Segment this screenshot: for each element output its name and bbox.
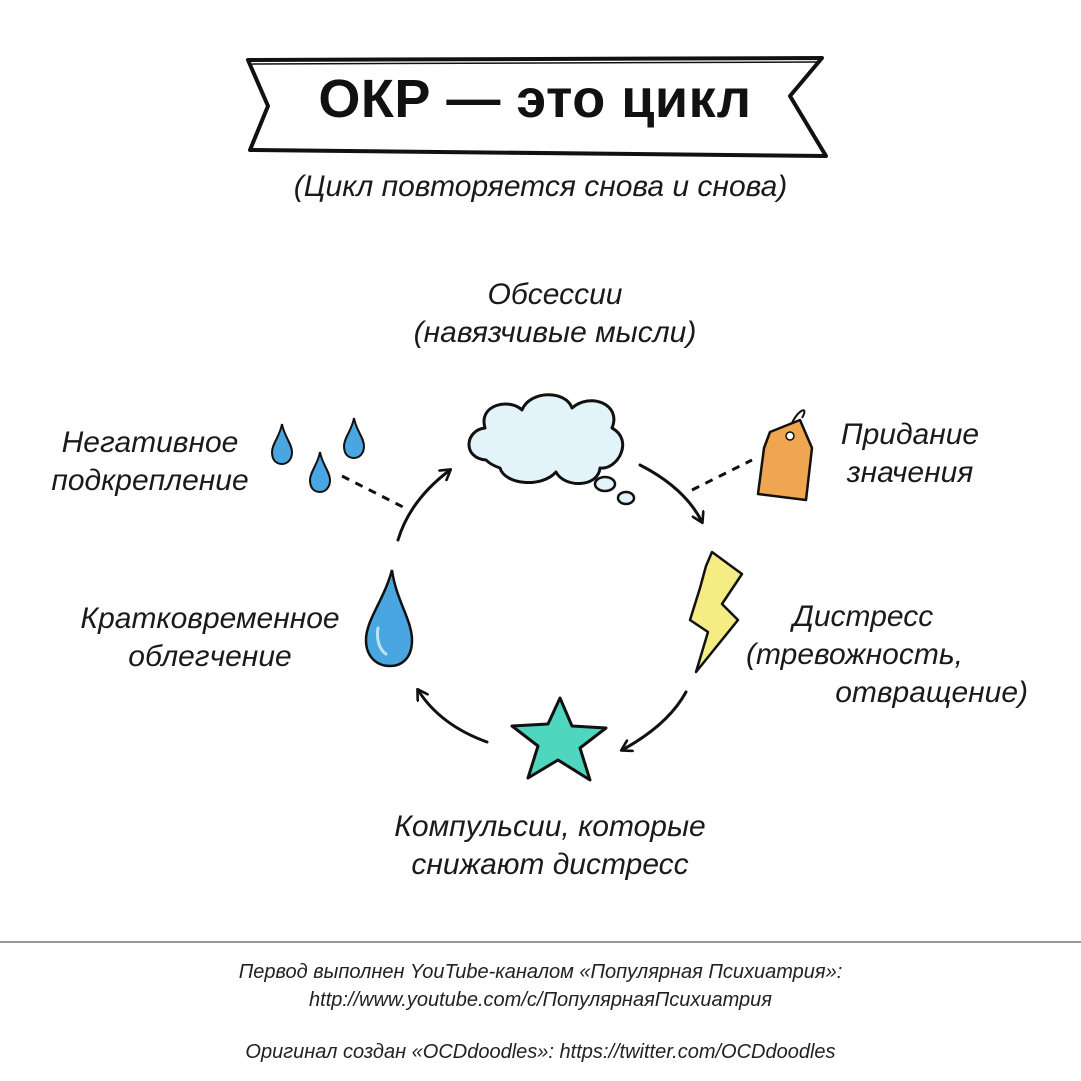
label-compulsions-line2: снижают дистресс: [411, 848, 689, 881]
label-obsessions: Обсессии (навязчивые мысли): [330, 276, 780, 352]
dashed-line-meaning: [691, 458, 753, 492]
label-reinforcement-line2: подкрепление: [51, 464, 249, 497]
label-relief-line2: облегчение: [128, 640, 292, 673]
label-obsessions-line2: (навязчивые мысли): [413, 316, 697, 349]
cloud-icon: [467, 393, 636, 506]
page-title: ОКР — это цикл: [318, 69, 752, 129]
arrow-relief-to-obsessions: [396, 470, 450, 542]
lightning-icon: [688, 550, 744, 674]
dashed-line-reinforcement: [341, 474, 406, 510]
label-reinforcement-line1: Негативное: [61, 426, 239, 459]
footer-credit-translation: Первод выполнен YouTube-каналом «Популяр…: [238, 961, 843, 983]
label-reinforcement: Негативное подкрепление: [20, 424, 280, 500]
label-relief: Кратковременное облегчение: [60, 600, 360, 676]
label-meaning: Придание значения: [800, 416, 1020, 492]
label-obsessions-line1: Обсессии: [487, 278, 623, 311]
arrow-distress-to-compulsions: [622, 690, 688, 750]
label-distress-line1: Дистресс: [792, 600, 934, 633]
tag-icon: [756, 409, 814, 502]
arrow-compulsions-to-relief: [418, 690, 489, 744]
water-drops-icon: [270, 417, 366, 494]
arrow-obsessions-to-distress: [638, 463, 702, 522]
title-banner: [246, 56, 828, 158]
dashed-connectors: [341, 458, 753, 510]
label-meaning-line2: значения: [846, 456, 974, 489]
label-distress: Дистресс (тревожность, отвращение): [738, 598, 1028, 712]
footer-youtube-link[interactable]: http://www.youtube.com/c/ПопулярнаяПсихи…: [309, 989, 772, 1011]
label-compulsions-line1: Компульсии, которые: [394, 810, 706, 843]
label-distress-line3: отвращение): [835, 676, 1028, 709]
footer-credit-original[interactable]: Оригинал создан «OCDdoodles»: https://tw…: [245, 1041, 836, 1063]
label-compulsions: Компульсии, которые снижают дистресс: [340, 808, 760, 884]
cycle-arrows: [396, 463, 702, 750]
subtitle: (Цикл повторяется снова и снова): [293, 170, 788, 203]
water-drop-icon: [364, 569, 414, 668]
label-distress-line2: (тревожность,: [746, 638, 963, 671]
label-meaning-line1: Придание: [840, 418, 980, 451]
star-icon: [510, 696, 608, 782]
label-relief-line1: Кратковременное: [80, 602, 340, 635]
